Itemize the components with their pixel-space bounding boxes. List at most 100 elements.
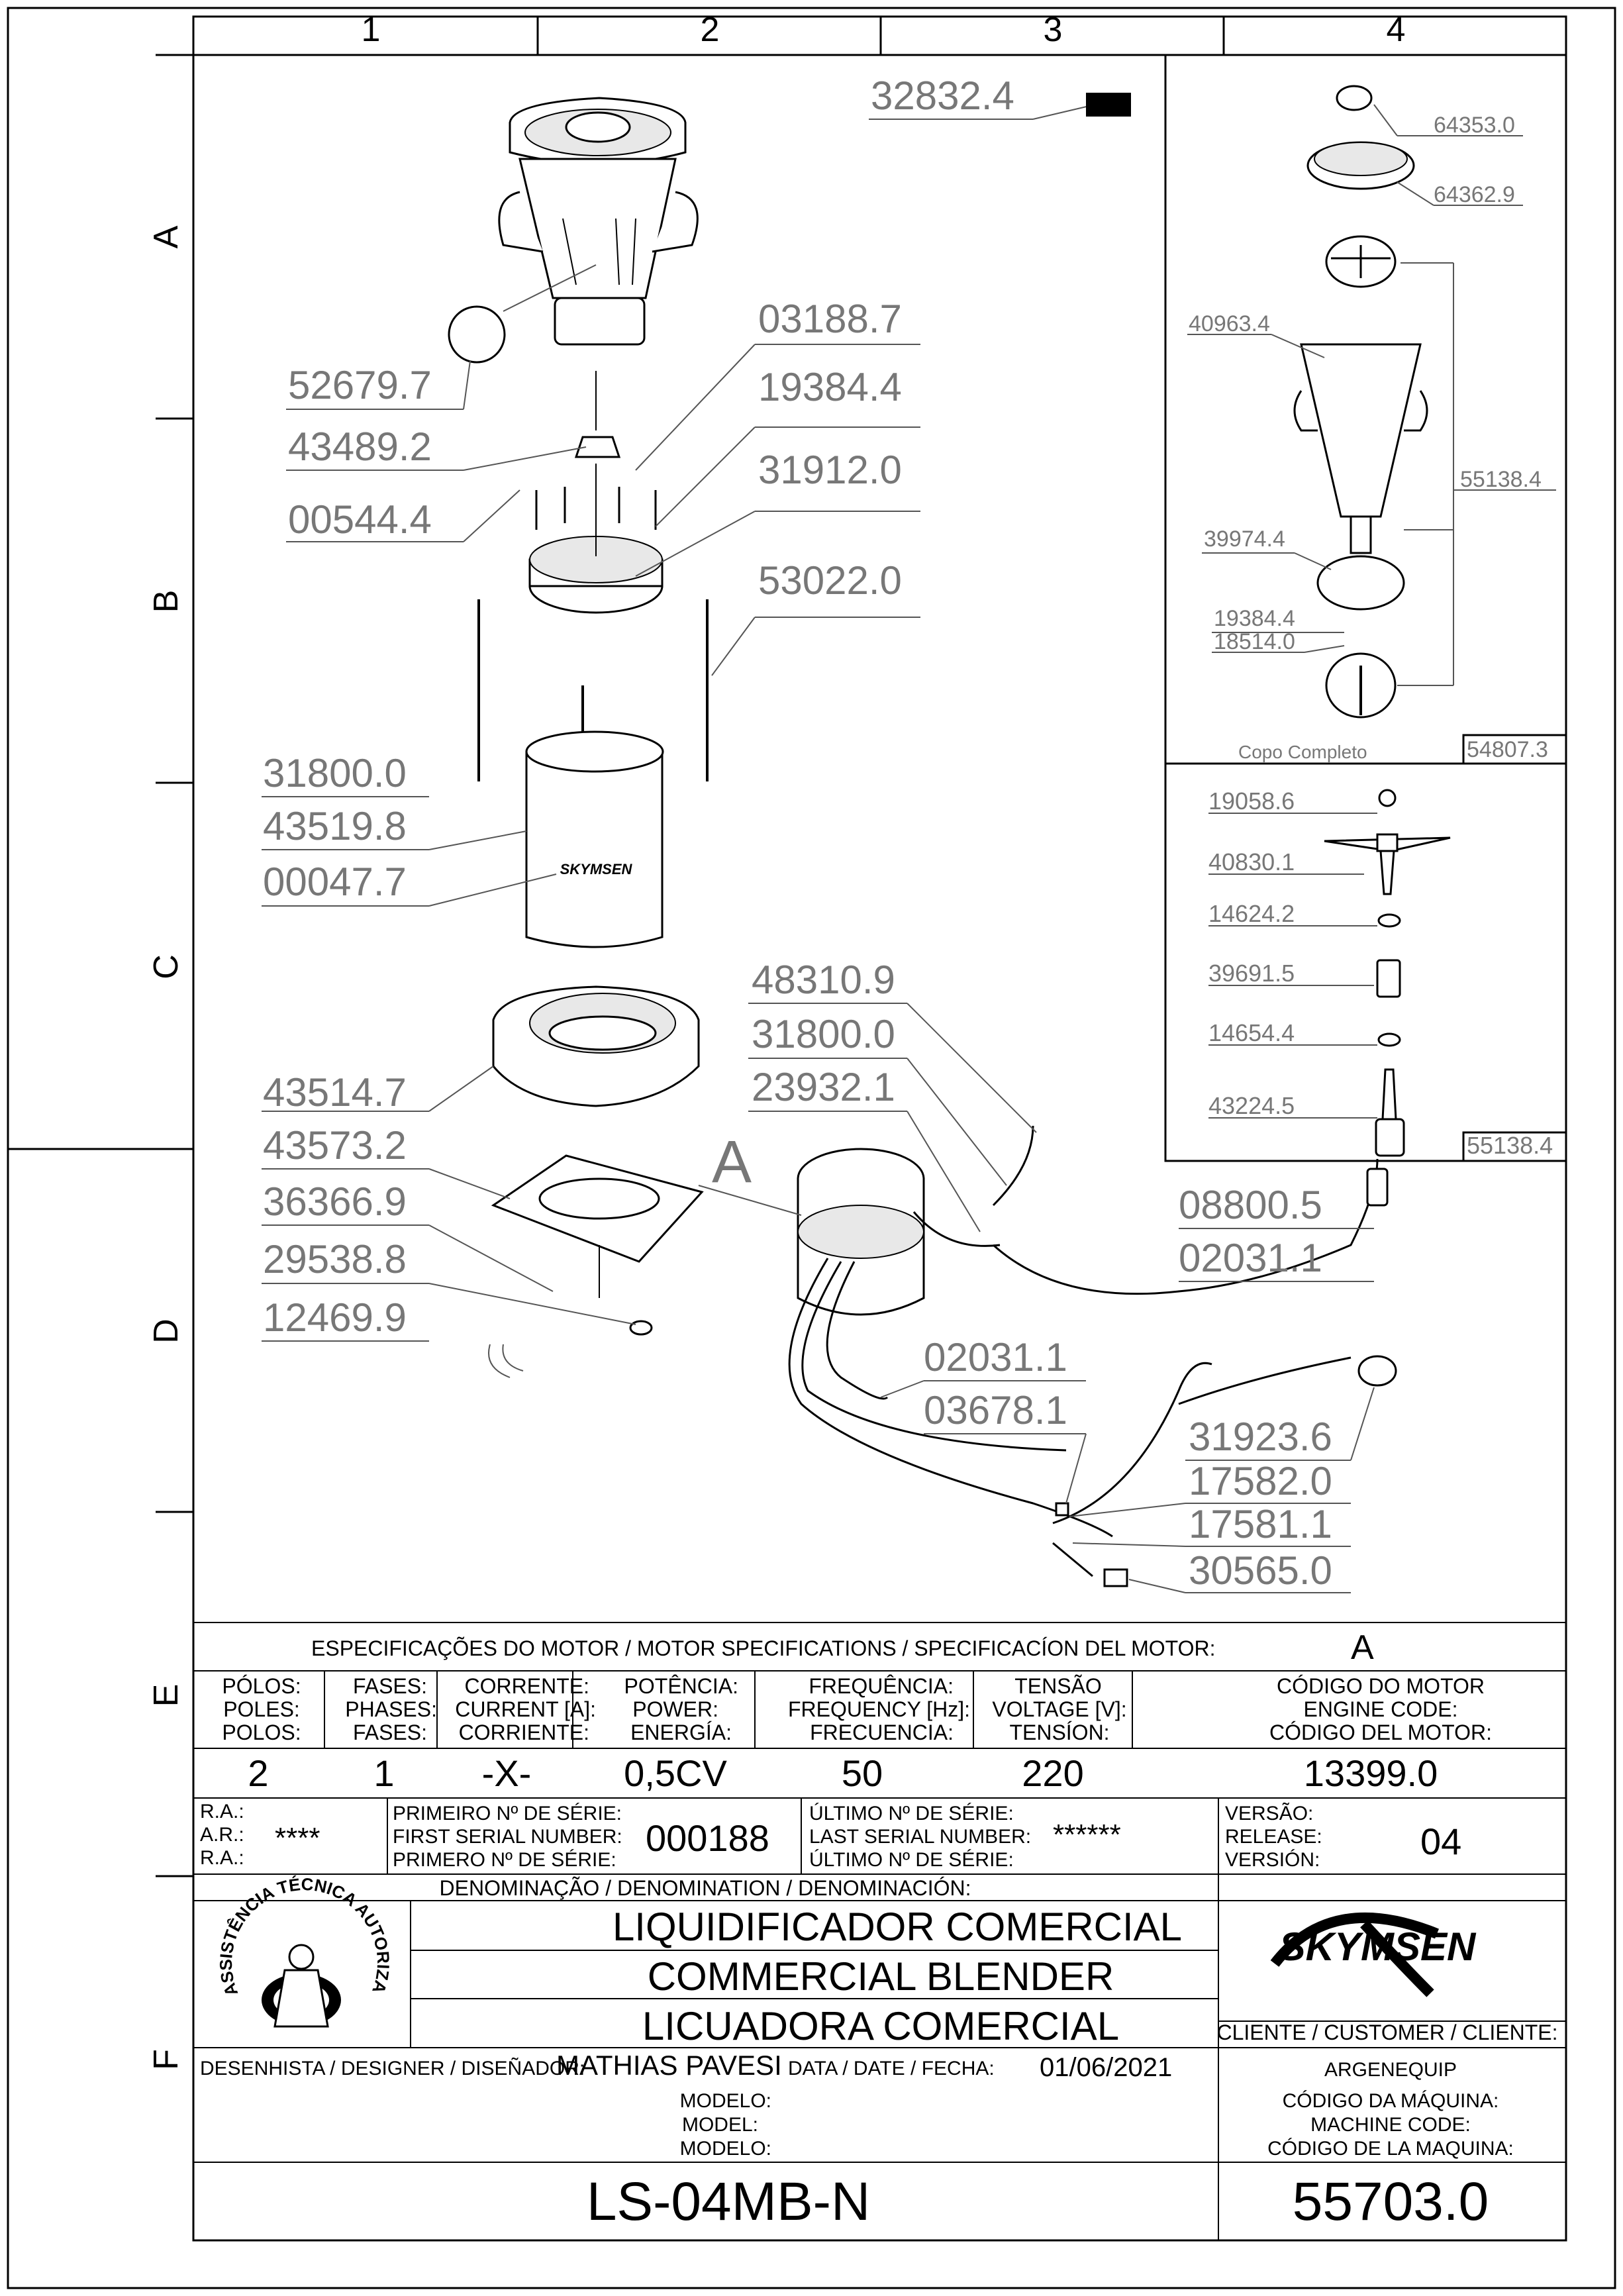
product-name-en: COMMERCIAL BLENDER — [648, 1954, 1114, 1999]
callout-31800.0-b: 31800.0 — [752, 1012, 895, 1056]
kit-boxes — [1164, 54, 1567, 1162]
power-value: 0,5CV — [624, 1752, 727, 1794]
marker-32832 — [1086, 93, 1131, 117]
power-label-en: POWER: — [632, 1697, 718, 1721]
col-1-label: 1 — [362, 11, 381, 49]
callout-08800.5: 08800.5 — [1179, 1183, 1322, 1227]
client-label: CLIENTE / CUSTOMER / CLIENTE: — [1216, 2021, 1557, 2044]
serials-row: R.A.: A.R.: R.A.: **** PRIMEIRO Nº DE SÉ… — [200, 1801, 1461, 1871]
designer-value: MATHIAS PAVESI — [556, 2050, 782, 2081]
last-serial-value: ****** — [1053, 1819, 1121, 1851]
current-label-es: CORRIENTE: — [459, 1721, 589, 1744]
motor-specs: ESPECIFICAÇÕES DO MOTOR / MOTOR SPECIFIC… — [222, 1628, 1492, 1794]
model-label-pt: MODELO: — [680, 2090, 771, 2112]
kit-callout-39974.4: 39974.4 — [1204, 526, 1285, 552]
callout-52679.7: 52679.7 — [288, 363, 432, 407]
poles-value: 2 — [248, 1752, 268, 1794]
callout-43573.2: 43573.2 — [263, 1123, 407, 1168]
brand-block: SKYMSEN CLIENTE / CUSTOMER / CLIENTE: — [1216, 1912, 1558, 2044]
callout-31800.0-a: 31800.0 — [263, 751, 407, 795]
model-value: LS-04MB-N — [587, 2171, 870, 2232]
version-label-es: VERSIÓN: — [1225, 1849, 1320, 1871]
detail-A-label: A — [712, 1129, 752, 1195]
model-label-en: MODEL: — [682, 2114, 758, 2136]
kit-callout-14624.2: 14624.2 — [1208, 900, 1295, 927]
poles-label-en: POLES: — [223, 1697, 300, 1721]
kit-callout-43224.5: 43224.5 — [1208, 1092, 1295, 1119]
frequency-label-pt: FREQUÊNCIA: — [809, 1674, 954, 1698]
callout-00047.7: 00047.7 — [263, 860, 407, 904]
first-serial-label-en: FIRST SERIAL NUMBER: — [393, 1826, 622, 1848]
callout-36366.9: 36366.9 — [263, 1179, 407, 1224]
date-value: 01/06/2021 — [1040, 2053, 1172, 2082]
denomination-label: DENOMINAÇÃO / DENOMINATION / DENOMINACIÓ… — [440, 1876, 971, 1900]
date-label: DATA / DATE / FECHA: — [788, 2058, 995, 2079]
main-callouts: 32832.4 52679.7 03188.7 43489.2 19384.4 … — [262, 74, 1375, 1593]
kit-blade-assembly: 19058.6 40830.1 14624.2 39691.5 14654.4 … — [1208, 787, 1553, 1159]
designer-row: DESENHISTA / DESIGNER / DISEÑADOR: MATHI… — [200, 2050, 1457, 2082]
frequency-value: 50 — [842, 1752, 883, 1794]
callout-02031.1-a: 02031.1 — [1179, 1236, 1322, 1280]
engine-code-label-es: CÓDIGO DEL MOTOR: — [1269, 1721, 1492, 1744]
machine-code-label-en: MACHINE CODE: — [1310, 2114, 1471, 2136]
denomination-block: DENOMINAÇÃO / DENOMINATION / DENOMINACIÓ… — [440, 1876, 1183, 2048]
version-label-pt: VERSÃO: — [1225, 1802, 1313, 1824]
row-labels: A B C D E F — [147, 225, 185, 2070]
first-serial-label-es: PRIMERO Nº DE SÉRIE: — [393, 1849, 616, 1871]
last-serial-label-es: ÚLTIMO Nº DE SÉRIE: — [809, 1849, 1014, 1871]
ra-label-3: R.A.: — [200, 1847, 244, 1869]
callout-43489.2: 43489.2 — [288, 424, 432, 469]
kit-callout-19384.4: 19384.4 — [1214, 606, 1295, 631]
kit-callout-14654.4: 14654.4 — [1208, 1019, 1295, 1046]
motor-and-wiring — [788, 1125, 1397, 1587]
callout-03678.1: 03678.1 — [924, 1388, 1067, 1432]
kit-cup-complete: 64353.0 64362.9 40963.4 55138.4 39974.4 … — [1187, 85, 1556, 762]
brand-logo: SKYMSEN — [1279, 1924, 1477, 1969]
phases-label-pt: FASES: — [353, 1674, 427, 1698]
phases-label-en: PHASES: — [345, 1697, 437, 1721]
current-label-pt: CORRENTE: — [465, 1674, 589, 1698]
last-serial-label-en: LAST SERIAL NUMBER: — [809, 1826, 1031, 1848]
kit-callout-39691.5: 39691.5 — [1208, 960, 1295, 987]
seal-text: ASSISTÊNCIA TÉCNICA AUTORIZADA — [0, 0, 393, 1999]
callout-29538.8: 29538.8 — [263, 1237, 407, 1281]
row-D-label: D — [147, 1319, 185, 1344]
title-block-grid — [193, 1622, 1566, 2240]
current-value: -X- — [482, 1752, 532, 1794]
callout-53022.0: 53022.0 — [758, 558, 902, 603]
callout-30565.0: 30565.0 — [1189, 1548, 1332, 1593]
voltage-label-es: TENSÍON: — [1009, 1721, 1109, 1744]
jar-assembly: SKYMSEN — [448, 97, 709, 1378]
col-4-label: 4 — [1387, 11, 1406, 49]
col-3-label: 3 — [1044, 11, 1063, 49]
voltage-label-en: VOLTAGE [V]: — [992, 1697, 1126, 1721]
callout-17582.0: 17582.0 — [1189, 1459, 1332, 1503]
callout-00544.4: 00544.4 — [288, 497, 432, 542]
kit-callout-55138.4: 55138.4 — [1460, 467, 1542, 492]
phases-label-es: FASES: — [353, 1721, 427, 1744]
callout-19384.4: 19384.4 — [758, 365, 902, 409]
row-A-label: A — [147, 225, 185, 248]
kit-callout-40830.1: 40830.1 — [1208, 848, 1295, 875]
ra-value: **** — [275, 1822, 320, 1854]
callout-43519.8: 43519.8 — [263, 804, 407, 848]
engine-code-label-pt: CÓDIGO DO MOTOR — [1277, 1674, 1485, 1698]
callout-03188.7: 03188.7 — [758, 297, 902, 341]
current-label-en: CURRENT [A]: — [455, 1697, 596, 1721]
voltage-value: 220 — [1022, 1752, 1083, 1794]
row-E-label: E — [147, 1684, 185, 1707]
product-name-es: LICUADORA COMERCIAL — [642, 2004, 1119, 2048]
version-label-en: RELEASE: — [1225, 1826, 1322, 1848]
callout-31912.0: 31912.0 — [758, 448, 902, 492]
model-label-es: MODELO: — [680, 2138, 771, 2160]
machine-code-label-es: CÓDIGO DE LA MAQUINA: — [1267, 2138, 1514, 2160]
callout-31923.6: 31923.6 — [1189, 1415, 1332, 1459]
motor-specs-header: ESPECIFICAÇÕES DO MOTOR / MOTOR SPECIFIC… — [311, 1636, 1216, 1660]
callout-17581.1: 17581.1 — [1189, 1502, 1332, 1546]
callout-43514.7: 43514.7 — [263, 1070, 407, 1115]
kit-code-55138.4: 55138.4 — [1467, 1132, 1553, 1159]
motor-specs-header-value: A — [1351, 1628, 1374, 1667]
row-C-label: C — [147, 954, 185, 979]
frequency-label-en: FREQUENCY [Hz]: — [788, 1697, 970, 1721]
